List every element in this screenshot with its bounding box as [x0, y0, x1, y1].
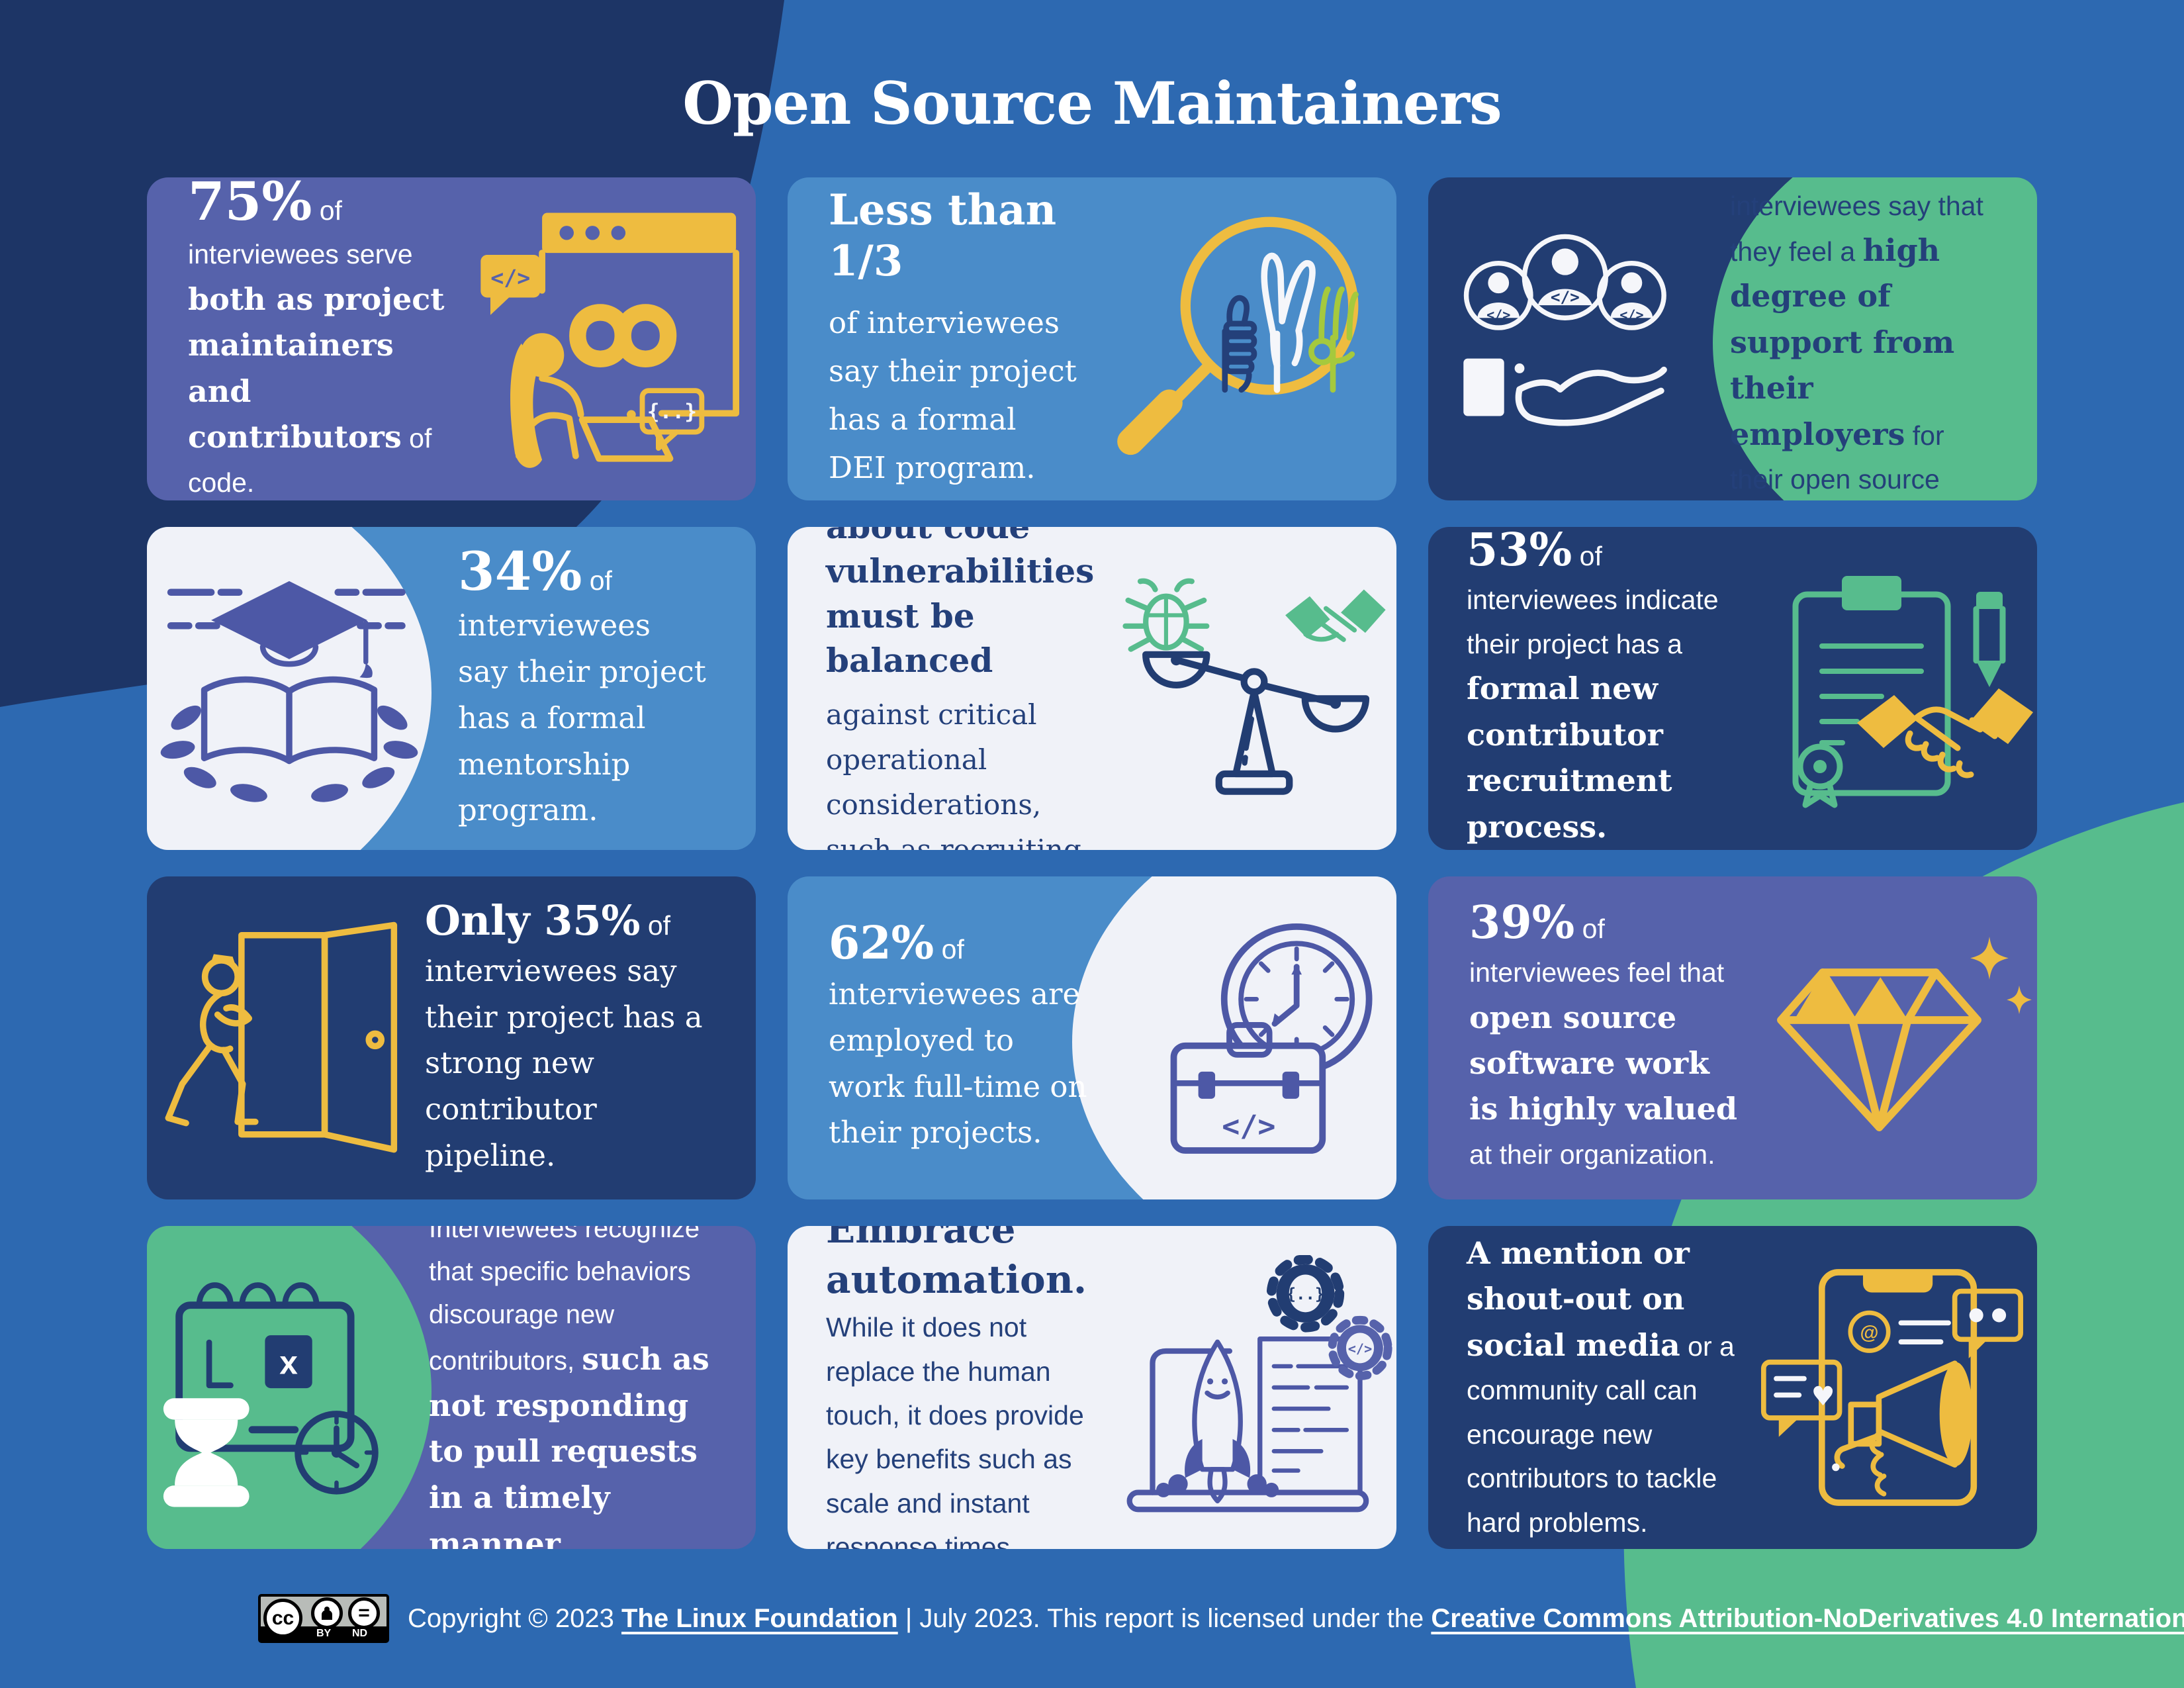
stat-value: 62%	[829, 916, 934, 970]
stat-value: Less than 1/3	[829, 185, 1057, 287]
svg-text:♥: ♥	[1811, 1382, 1835, 1412]
developer-devops-icon: </> {..}	[480, 212, 739, 468]
contract-handshake-icon	[1792, 576, 2033, 808]
door-exit-icon	[165, 921, 398, 1153]
svg-text:x: x	[279, 1344, 298, 1381]
magnifier-hands-icon	[1117, 216, 1359, 455]
megaphone-phone-icon: @ ♥	[1760, 1269, 2023, 1506]
page-title: Open Source Maintainers	[682, 69, 1502, 138]
card-text: Only 35% of interviewees say their proje…	[425, 896, 703, 1173]
attribution-person-icon	[311, 1597, 343, 1629]
card-recruitment-process: 53% of interviewees indicate their proje…	[1428, 527, 2037, 850]
card-employer-support: </> </> </>	[1428, 177, 2037, 500]
card-discouraging-behaviors: x Interviewees recognize that specific b…	[147, 1226, 756, 1549]
svg-text:</>: </>	[490, 265, 530, 291]
card-text: Interviewees recognize that specific beh…	[429, 1226, 709, 1549]
rocket-automation-icon: {..} </>	[1126, 1255, 1392, 1513]
no-derivatives-icon: =	[348, 1597, 380, 1629]
diamond-icon	[1777, 937, 2032, 1131]
card-balance-vulnerabilities: Concerns about code vulnerabilities must…	[788, 527, 1396, 850]
cc-license-link[interactable]: Creative Commons Attribution-NoDerivativ…	[1431, 1604, 2184, 1633]
card-employed-fulltime: 62% of interviewees are employed to work…	[788, 876, 1396, 1199]
mentorship-icon	[160, 581, 418, 802]
stat-value: 38%	[1730, 177, 1835, 182]
cc-by-label: BY	[316, 1628, 332, 1639]
card-text: A mention or shout-out on social media o…	[1467, 1235, 1735, 1538]
community-support-icon: </> </> </>	[1463, 234, 1667, 426]
card-text: 39% of interviewees feel that open sourc…	[1469, 896, 1738, 1170]
stat-value: 34%	[458, 539, 582, 602]
stat-value: Only 35%	[425, 896, 641, 945]
svg-text:</>: </>	[1222, 1109, 1275, 1144]
svg-text:{..}: {..}	[1287, 1285, 1324, 1303]
card-text: 75% of interviewees serve both as projec…	[188, 177, 445, 500]
stat-value: 53%	[1467, 527, 1572, 577]
cc-icon: cc	[263, 1599, 302, 1638]
green-ellipse	[1713, 177, 2037, 500]
card-embrace-automation: Embrace automation. While it does not re…	[788, 1226, 1396, 1549]
copyright-text: Copyright © 2023 The Linux Foundation | …	[408, 1601, 2184, 1636]
card-work-highly-valued: 39% of interviewees feel that open sourc…	[1428, 876, 2037, 1199]
card-contributor-pipeline: Only 35% of interviewees say their proje…	[147, 876, 756, 1199]
briefcase-clock-icon: </>	[1170, 923, 1373, 1154]
footer: cc = BY ND Copyright © 2023 The Linux Fo…	[258, 1594, 2184, 1643]
svg-text:</>: </>	[1486, 306, 1510, 322]
card-social-media-shoutout: A mention or shout-out on social media o…	[1428, 1226, 2037, 1549]
card-text: 34% of interviewees say their project ha…	[458, 539, 706, 828]
svg-text:</>: </>	[1551, 287, 1580, 306]
stat-value: 75%	[188, 177, 312, 233]
svg-text:@: @	[1860, 1322, 1879, 1343]
card-text: 38% of interviewees say that they feel a…	[1730, 177, 1988, 500]
balance-bug-handshake-icon	[1122, 578, 1386, 795]
card-text: Embrace automation. While it does not re…	[826, 1226, 1087, 1549]
cc-nd-label: ND	[352, 1628, 368, 1639]
linux-foundation-link[interactable]: The Linux Foundation	[621, 1604, 898, 1633]
card-text: 53% of interviewees indicate their proje…	[1467, 527, 1759, 850]
svg-text:{..}: {..}	[647, 400, 697, 424]
card-mentorship-program: 34% of interviewees say their project ha…	[147, 527, 756, 850]
deadline-calendar-icon: x	[163, 1282, 379, 1507]
card-text: 62% of interviewees are employed to work…	[829, 916, 1087, 1150]
svg-text:</>: </>	[1348, 1341, 1372, 1357]
cc-by-nd-badge: cc = BY ND	[258, 1594, 389, 1643]
card-maintainers-and-contributors: 75% of interviewees serve both as projec…	[147, 177, 756, 500]
stat-value: 39%	[1469, 896, 1575, 949]
card-text: Concerns about code vulnerabilities must…	[826, 527, 1095, 850]
svg-text:</>: </>	[1619, 306, 1643, 322]
